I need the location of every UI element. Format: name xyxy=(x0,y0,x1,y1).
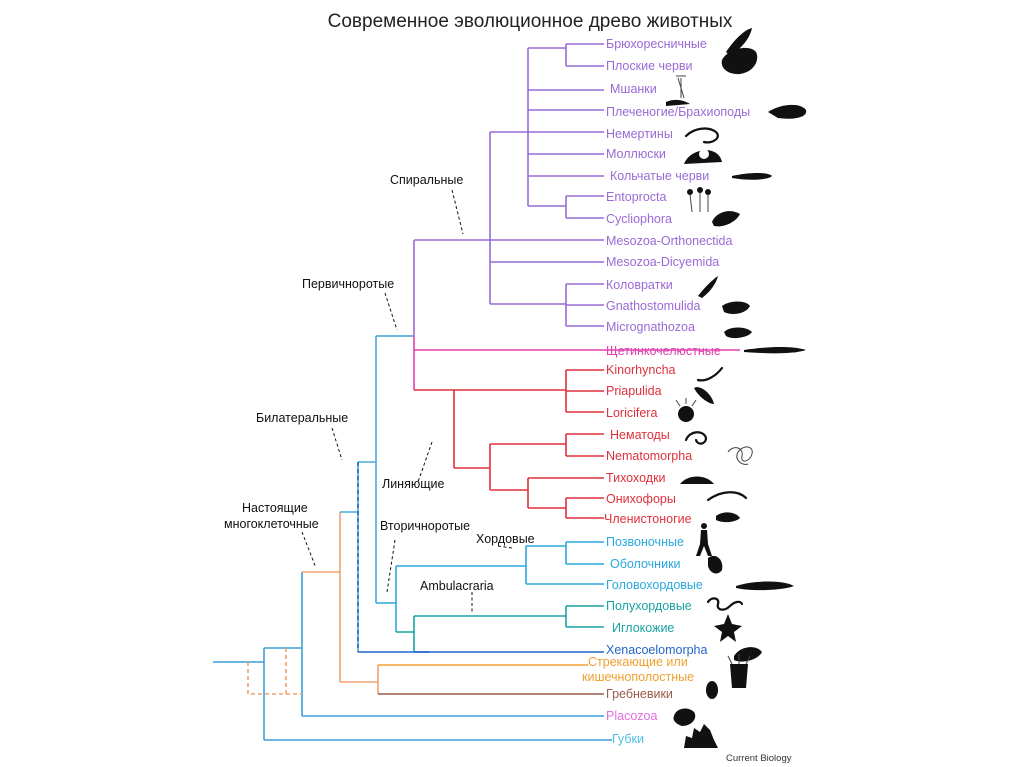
taxon-label: Кольчатые черви xyxy=(610,169,709,183)
spiralia-branch xyxy=(414,43,604,327)
clade-label-deuterostomia: Вторичноротые xyxy=(380,519,470,533)
eumetazoa-branch xyxy=(302,512,379,694)
nemertean-silhouette xyxy=(684,127,719,144)
source-credit: Current Biology xyxy=(726,753,792,764)
root-branch xyxy=(213,572,612,741)
brachiopod-silhouette xyxy=(768,104,807,119)
taxon-label: Членистоногие xyxy=(604,512,692,526)
deuterostomia-stem xyxy=(376,541,604,632)
clade-labels: Спиральные Первичноротые Билатеральные Л… xyxy=(224,173,535,593)
sponge-silhouette xyxy=(684,724,718,748)
gnathostomulid-silhouette xyxy=(722,301,750,314)
ambulacraria-branch xyxy=(396,605,604,652)
taxon-label: Xenacoelomorpha xyxy=(606,643,708,657)
taxon-label: Nematomorpha xyxy=(606,449,692,463)
starfish-silhouette xyxy=(714,614,742,642)
arthropod-silhouette xyxy=(716,512,740,523)
taxon-label: Иглокожие xyxy=(612,621,674,635)
clade-label-ecdysozoa: Линяющие xyxy=(382,477,444,491)
clade-label-spiralia: Спиральные xyxy=(390,173,463,187)
gastrotrich-silhouette xyxy=(726,28,752,56)
taxon-label: Micrognathozoa xyxy=(606,320,695,334)
taxon-label: Коловратки xyxy=(606,278,673,292)
ctenophore-silhouette xyxy=(706,681,718,699)
taxon-label: Моллюски xyxy=(606,147,666,161)
human-silhouette xyxy=(696,523,712,556)
organism-silhouettes xyxy=(666,28,807,748)
taxon-label: Гребневики xyxy=(606,687,673,701)
bryozoan-silhouette xyxy=(666,75,690,106)
taxon-label: Мшанки xyxy=(610,82,657,96)
tardigrade-silhouette xyxy=(680,476,714,484)
taxon-label: Плеченогие/Брахиоподы xyxy=(606,105,750,119)
clade-label-chordata: Хордовые xyxy=(476,532,535,546)
taxon-label: Entoprocta xyxy=(606,190,667,204)
tree-branches xyxy=(213,43,740,741)
taxon-label: Онихофоры xyxy=(606,492,676,506)
rotifer-silhouette xyxy=(698,276,718,298)
taxon-label: Немертины xyxy=(606,127,673,141)
annelid-silhouette xyxy=(732,173,772,180)
clade-label-eumetazoa-line2: многоклеточные xyxy=(224,517,319,531)
taxon-label: Оболочники xyxy=(610,557,681,571)
cycliophoran-silhouette xyxy=(712,211,740,227)
taxon-label: Mesozoa-Dicyemida xyxy=(606,255,719,269)
micrognathozoan-silhouette xyxy=(724,327,752,339)
taxon-label: Плоские черви xyxy=(606,59,693,73)
clade-label-ambulacraria: Ambulacraria xyxy=(420,579,494,593)
taxon-label: Брюхоресничные xyxy=(606,37,707,51)
taxon-label: Щетинкочелюстные xyxy=(606,344,721,358)
loriciferan-silhouette xyxy=(675,398,697,422)
taxon-label: Loricifera xyxy=(606,406,657,420)
arrow-worm-silhouette xyxy=(744,347,806,354)
taxon-label: Cycliophora xyxy=(606,212,672,226)
clade-label-bilateria: Билатеральные xyxy=(256,411,348,425)
clade-label-eumetazoa-line1: Настоящие xyxy=(242,501,308,515)
taxon-label: Placozoa xyxy=(606,709,657,723)
taxon-label: Губки xyxy=(612,732,644,746)
tunicate-silhouette xyxy=(708,555,723,574)
taxon-label: Нематоды xyxy=(610,428,670,442)
taxon-label: Полухордовые xyxy=(606,599,692,613)
entoproct-silhouette xyxy=(687,187,711,213)
nematode-silhouette xyxy=(684,431,708,445)
clade-label-protostomia: Первичноротые xyxy=(302,277,394,291)
clade-leaders xyxy=(301,189,513,612)
kinorhynch-silhouette xyxy=(696,366,724,382)
flatworm-silhouette xyxy=(721,47,758,75)
onychophoran-silhouette xyxy=(706,491,748,502)
taxon-label: Тихоходки xyxy=(606,471,666,485)
priapulid-silhouette xyxy=(694,387,714,404)
snail-silhouette xyxy=(684,149,722,164)
cnidarian-silhouette xyxy=(727,654,751,688)
page-title: Современное эволюционное древо животных xyxy=(328,11,733,32)
lancelet-silhouette xyxy=(736,581,794,591)
taxon-label: Mesozoa-Orthonectida xyxy=(606,234,733,248)
taxon-label: Gnathostomulida xyxy=(606,299,701,313)
taxon-label: Позвоночные xyxy=(606,535,684,549)
taxon-label: Priapulida xyxy=(606,384,662,398)
uncertain-branch-cnidaria xyxy=(247,648,302,695)
taxon-label: Головохордовые xyxy=(606,578,703,592)
taxon-label: Kinorhyncha xyxy=(606,363,676,377)
ecdysozoa-branch xyxy=(414,369,604,519)
protostome-split-lower xyxy=(413,336,740,390)
acoel-silhouette xyxy=(734,647,762,662)
horsehair-worm-silhouette xyxy=(727,446,753,465)
acorn-worm-silhouette xyxy=(706,597,744,611)
placozoan-silhouette xyxy=(673,708,696,726)
